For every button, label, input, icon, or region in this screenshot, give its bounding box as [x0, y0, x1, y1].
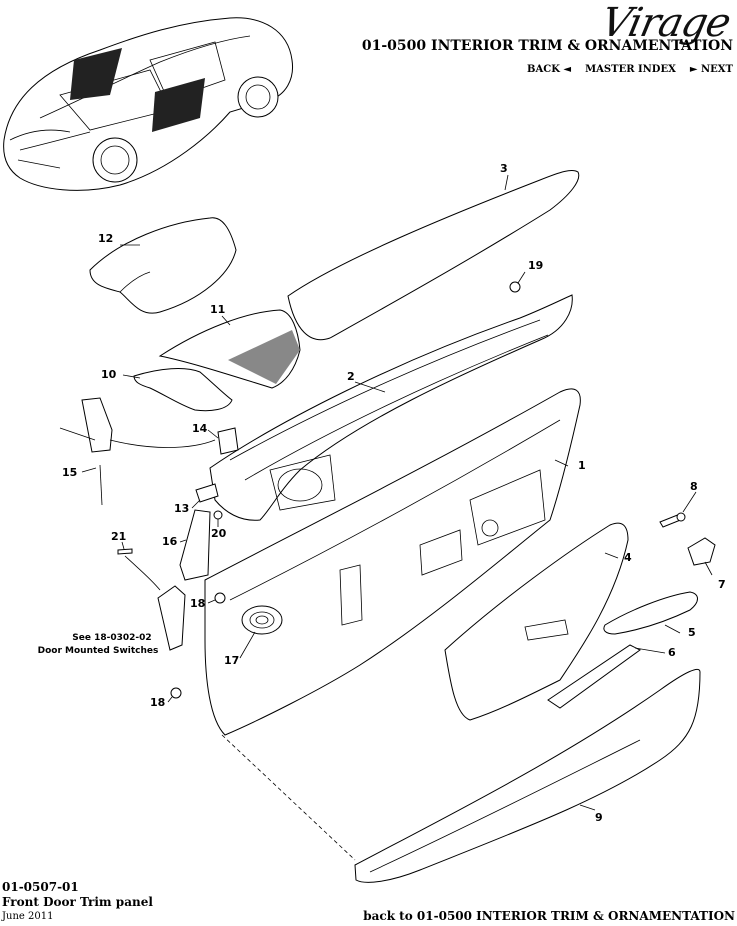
- part-10-trim-piece: [133, 368, 233, 412]
- callout-16: 16: [162, 535, 178, 548]
- callout-8: 8: [690, 480, 698, 493]
- callout-9: 9: [595, 811, 603, 824]
- cross-reference-note: See 18-0302-02 Door Mounted Switches: [38, 633, 159, 656]
- callout-18-lower: 18: [150, 696, 165, 709]
- callout-labels: 3 19 12 11 10 2 14 15 1 8 13 20 21 16 4 …: [62, 162, 726, 824]
- leader-lines: [81, 174, 713, 861]
- callout-2: 2: [347, 370, 355, 383]
- master-index-link[interactable]: MASTER INDEX: [585, 64, 676, 75]
- callout-13: 13: [174, 502, 189, 515]
- callout-6: 6: [668, 646, 676, 659]
- callout-7: 7: [718, 578, 726, 591]
- part-14-bracket: [217, 427, 239, 455]
- part-2-inner-frame: [209, 294, 573, 521]
- callout-3: 3: [500, 162, 508, 175]
- part-15-hinge-bracket: [59, 397, 113, 506]
- callout-5: 5: [688, 626, 696, 639]
- part-13-clip: [195, 483, 219, 503]
- callout-1: 1: [578, 459, 586, 472]
- callout-10: 10: [101, 368, 117, 381]
- back-to-section-link[interactable]: back to 01-0500 INTERIOR TRIM & ORNAMENT…: [363, 909, 735, 923]
- callout-4: 4: [624, 551, 632, 564]
- callout-14: 14: [192, 422, 208, 435]
- diagram-title: Front Door Trim panel: [2, 895, 153, 909]
- part-6-bracket: [547, 644, 641, 709]
- door-switches-module: [157, 585, 186, 651]
- part-18-fastener-upper: [214, 592, 226, 604]
- callout-21: 21: [111, 530, 126, 543]
- note-line-1: See 18-0302-02: [72, 633, 151, 643]
- part-9-lower-trim: [354, 668, 701, 883]
- note-line-2: Door Mounted Switches: [38, 646, 159, 656]
- part-1-door-trim-panel: [204, 388, 581, 736]
- part-17-speaker-grille: [241, 605, 283, 635]
- diagram-code: 01-0507-01: [2, 880, 79, 894]
- part-16-support: [179, 509, 211, 581]
- section-title: 01-0500 INTERIOR TRIM & ORNAMENTATION: [361, 38, 733, 54]
- part-21-screw: [117, 548, 133, 555]
- part-3-top-capping: [287, 169, 580, 341]
- callout-11: 11: [210, 303, 225, 316]
- part-19-fastener: [509, 281, 521, 293]
- callout-15: 15: [62, 466, 77, 479]
- callout-20: 20: [211, 527, 227, 540]
- car-illustration: [3, 17, 294, 191]
- callout-17: 17: [224, 654, 239, 667]
- part-18-fastener-lower: [170, 687, 182, 699]
- part-5-armrest-pad: [603, 591, 698, 635]
- next-link[interactable]: ► NEXT: [689, 64, 733, 75]
- navigation-bar: BACK ◄ MASTER INDEX ► NEXT: [527, 64, 733, 75]
- part-12-trim-piece: [89, 217, 237, 314]
- callout-19: 19: [528, 259, 543, 272]
- callout-18-upper: 18: [190, 597, 205, 610]
- part-20-fastener: [213, 510, 223, 520]
- callout-12: 12: [98, 232, 113, 245]
- part-7-clip: [687, 537, 716, 566]
- part-4-pocket-panel: [444, 522, 629, 721]
- back-link[interactable]: BACK ◄: [527, 64, 572, 75]
- diagram-date: June 2011: [2, 911, 54, 922]
